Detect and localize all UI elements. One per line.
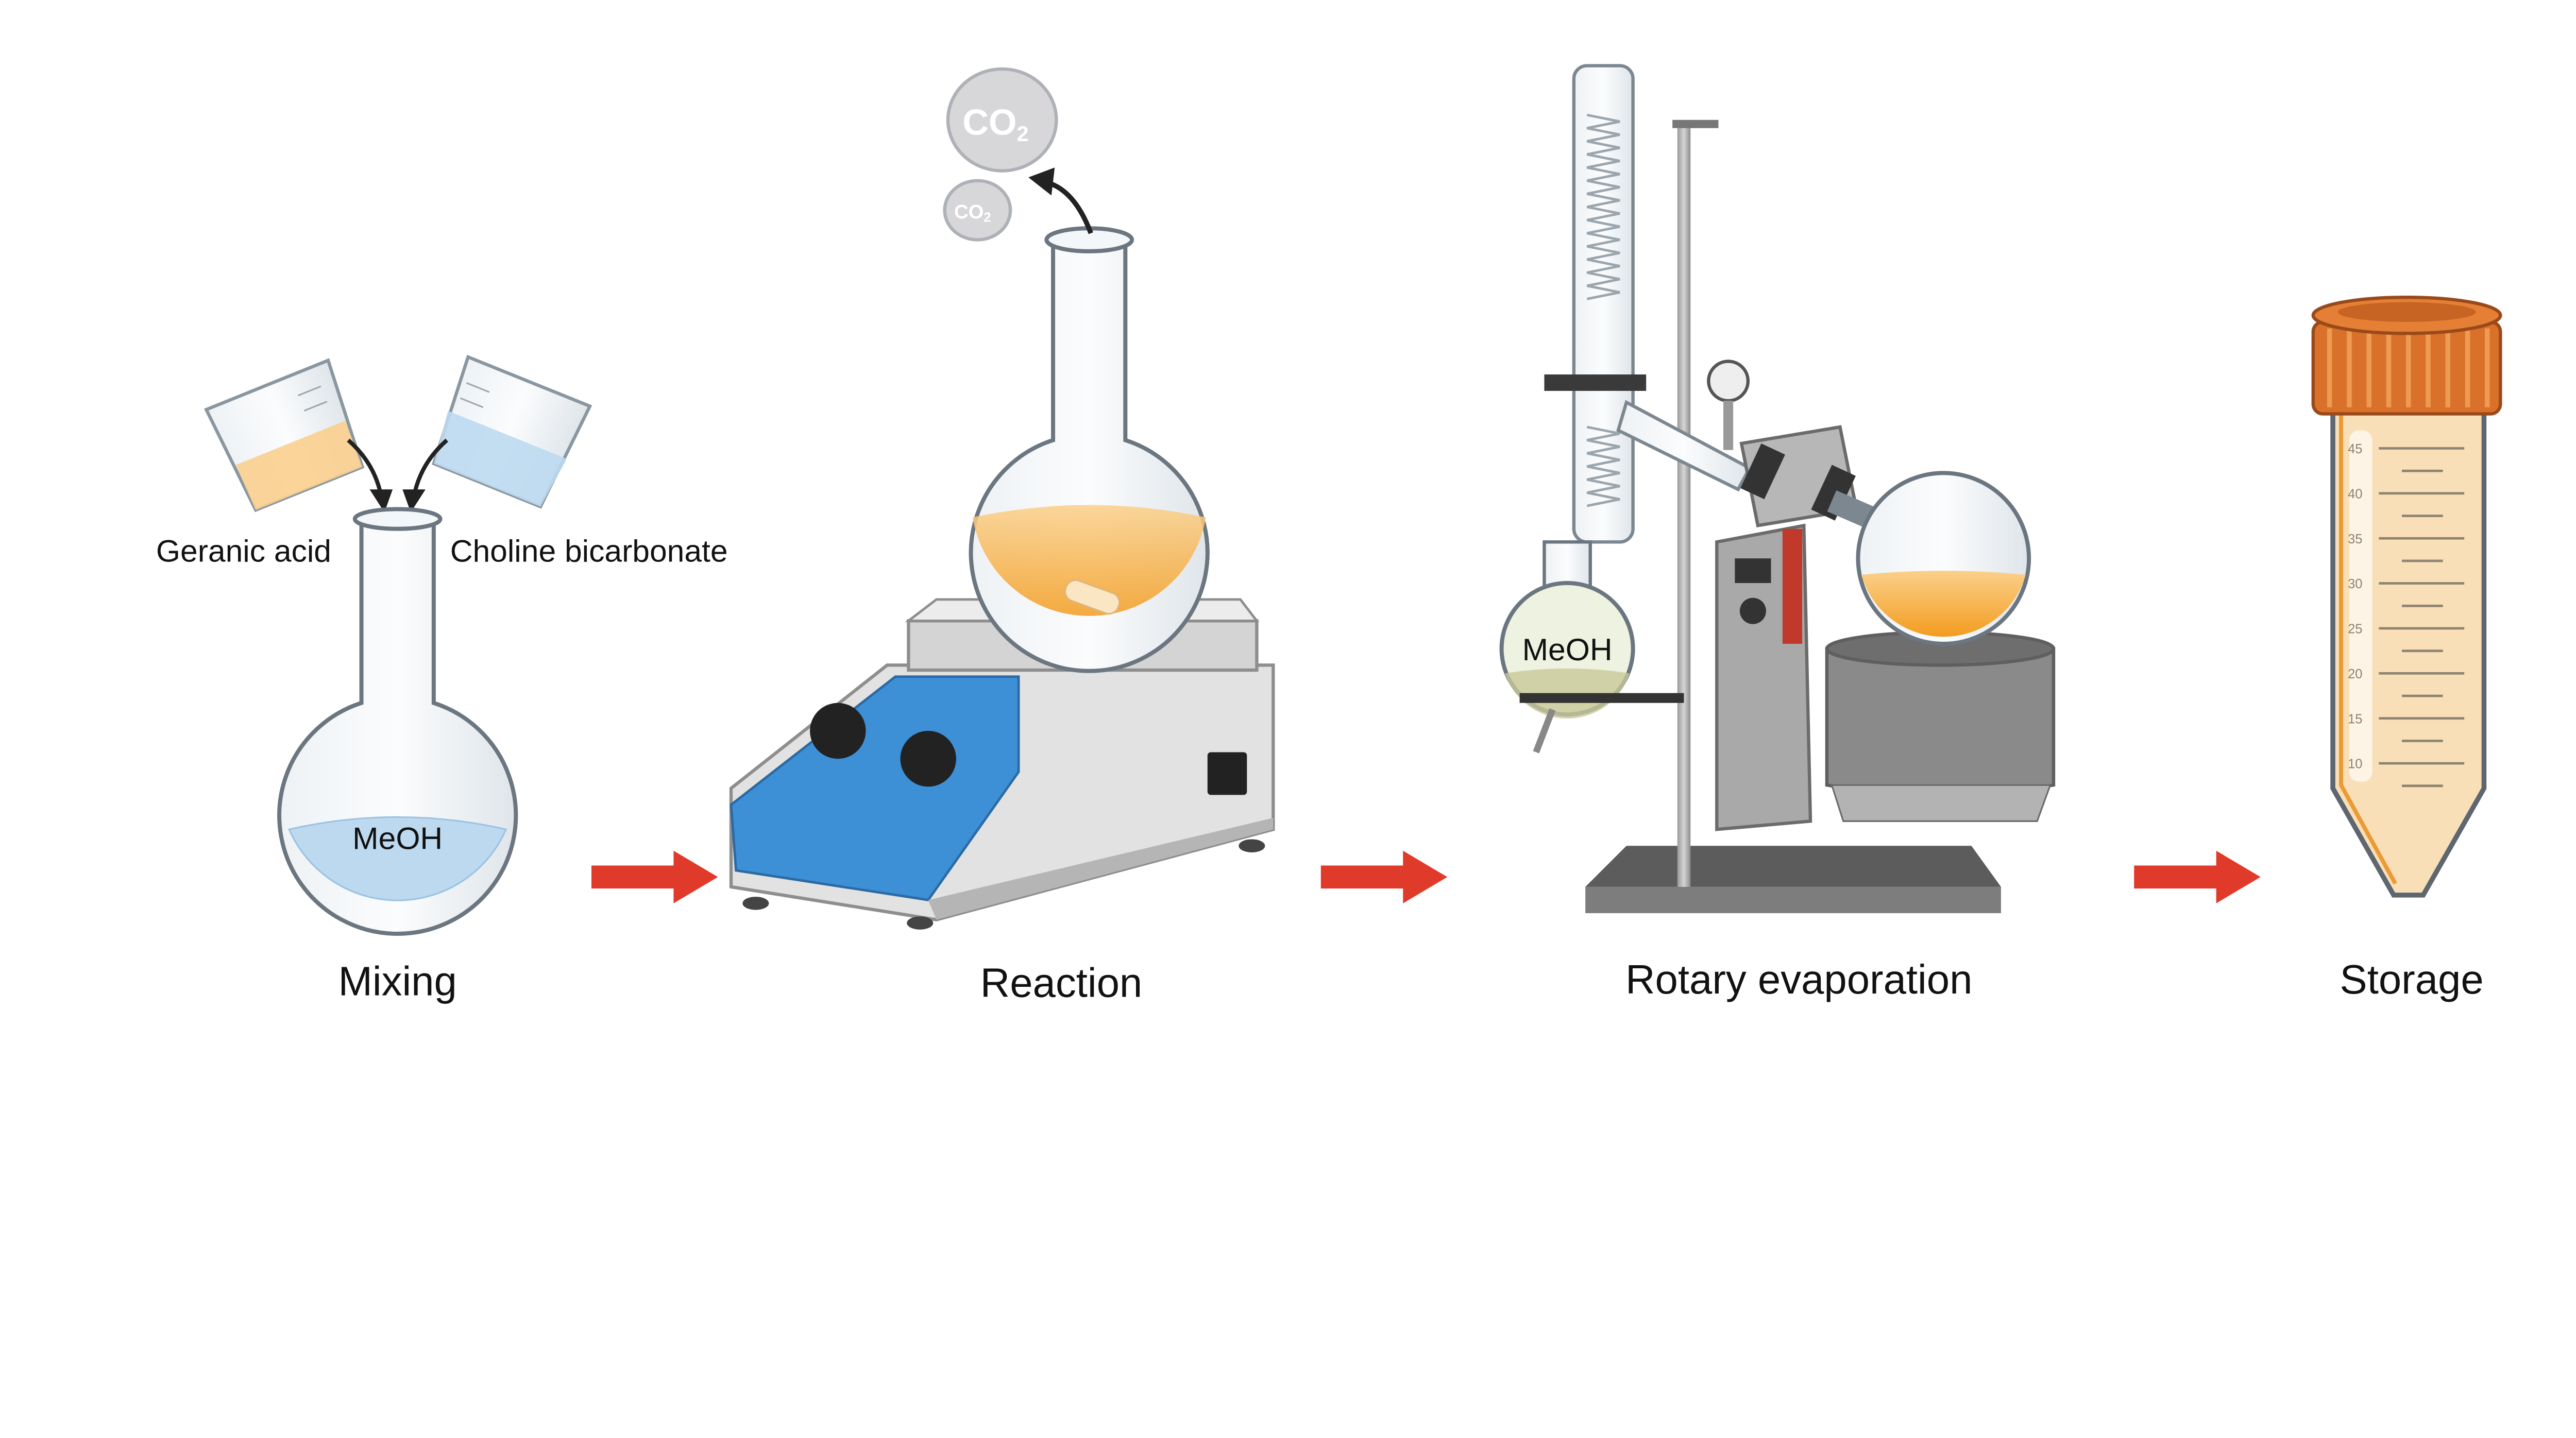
graduation-label: 15 <box>2348 712 2362 726</box>
co2-small-text: CO <box>954 201 984 223</box>
solvent-label-meoh: MeOH <box>352 821 443 856</box>
heating-bath <box>1825 647 2056 797</box>
round-bottom-flask-mixing <box>277 507 518 936</box>
pressure-gauge <box>1707 360 1750 403</box>
round-bottom-flask-reaction <box>969 226 1210 673</box>
co2-large-subscript: 2 <box>1016 122 1028 146</box>
co2-large-text: CO <box>962 101 1016 142</box>
reaction-step: CO2 CO2 Reaction <box>729 67 1275 1006</box>
step-arrow-3 <box>2134 850 2261 903</box>
step-label-storage: Storage <box>2340 956 2484 1002</box>
knob-heat <box>810 703 866 759</box>
graduation-label: 35 <box>2348 532 2362 546</box>
gas-release-arrowhead <box>1028 167 1055 196</box>
graduation-label: 20 <box>2348 667 2362 681</box>
power-switch <box>1207 752 1247 795</box>
step-label-reaction: Reaction <box>980 960 1143 1006</box>
cap <box>2311 295 2502 416</box>
rotary-evaporator: MeOH <box>1499 64 2056 913</box>
mixing-step: Geranic acid Choline bicarbonate MeOH Mi… <box>156 354 728 1004</box>
workflow-diagram: Geranic acid Choline bicarbonate MeOH Mi… <box>156 64 2502 1006</box>
condenser <box>1572 64 1635 544</box>
receiving-flask: MeOH <box>1499 540 1684 754</box>
step-arrow-2 <box>1320 850 1448 903</box>
graduation-label: 10 <box>2348 757 2362 772</box>
pour-arrowhead-left <box>369 489 393 512</box>
falcon-tube: 45 40 35 30 25 20 15 10 <box>2311 295 2502 898</box>
co2-bubble-large: CO2 <box>946 67 1058 173</box>
support-rod <box>1677 123 1691 887</box>
gas-release-arrow <box>1050 181 1093 234</box>
reagent-label-choline-bicarbonate: Choline bicarbonate <box>450 534 728 569</box>
graduation-marks: 45 40 35 30 25 20 15 10 <box>2348 442 2465 788</box>
step-label-mixing: Mixing <box>338 958 457 1004</box>
svg-text:CO2: CO2 <box>962 101 1028 146</box>
graduation-label: 40 <box>2348 487 2362 501</box>
storage-step: 45 40 35 30 25 20 15 10 Storage <box>2311 295 2502 1002</box>
pour-arrow-right <box>412 438 448 497</box>
co2-bubble-small: CO2 <box>943 179 1012 242</box>
hotplate-stirrer <box>729 598 1275 930</box>
pour-arrow-left <box>347 438 383 497</box>
graduation-label: 30 <box>2348 577 2362 591</box>
co2-small-subscript: 2 <box>984 210 991 225</box>
svg-text:CO2: CO2 <box>954 201 991 225</box>
graduation-label: 25 <box>2348 622 2362 637</box>
beaker-geranic-acid <box>204 358 365 512</box>
pour-arrowhead-right <box>402 489 426 512</box>
beaker-choline-bicarbonate <box>432 354 592 509</box>
rotary-step: MeOH Rotary evaporation <box>1499 64 2056 1002</box>
stir-bar <box>1064 579 1121 615</box>
knob-stir <box>900 731 956 787</box>
reagent-label-geranic-acid: Geranic acid <box>156 534 331 569</box>
control-buttons <box>1739 597 1766 624</box>
graduation-label: 45 <box>2348 442 2362 456</box>
step-label-rotary-evaporation: Rotary evaporation <box>1625 956 1972 1002</box>
solvent-label-meoh-rotary: MeOH <box>1522 632 1613 667</box>
control-display <box>1735 558 1771 584</box>
step-arrow-1 <box>591 850 718 903</box>
